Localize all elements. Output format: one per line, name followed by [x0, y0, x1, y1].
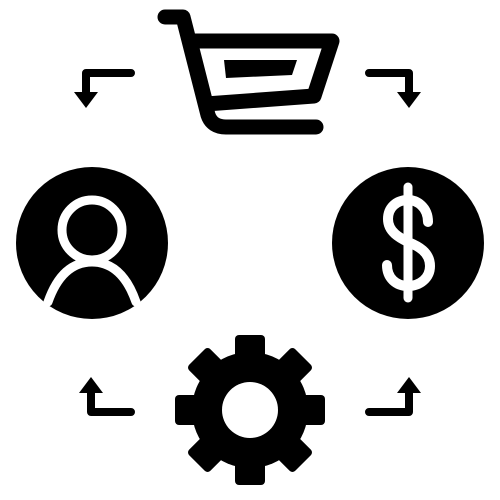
- shopping-cart-icon: [157, 9, 340, 135]
- bend-arrow-icon: [74, 69, 421, 416]
- gear-icon: [175, 335, 325, 485]
- user-avatar-icon: [16, 167, 168, 319]
- dollar-coin-icon: [332, 167, 484, 319]
